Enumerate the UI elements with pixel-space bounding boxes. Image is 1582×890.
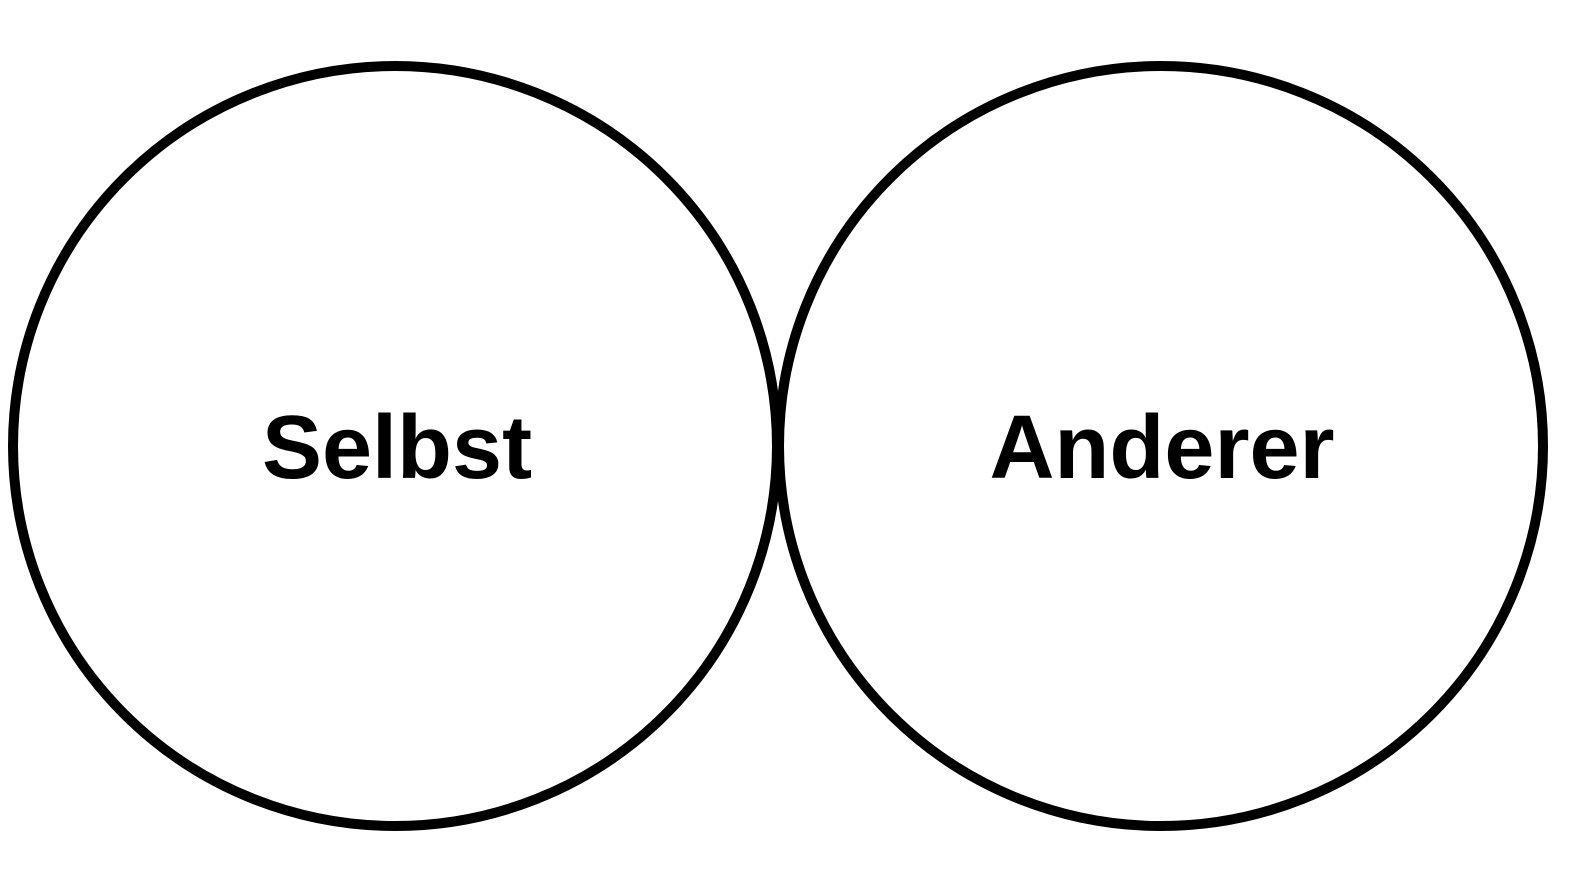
circle-self-label: Selbst [262,398,532,498]
circle-other-group: Anderer [774,61,1548,831]
circle-other [774,61,1548,831]
circle-self-group: Selbst [8,61,782,831]
circle-other-label: Anderer [989,398,1334,498]
